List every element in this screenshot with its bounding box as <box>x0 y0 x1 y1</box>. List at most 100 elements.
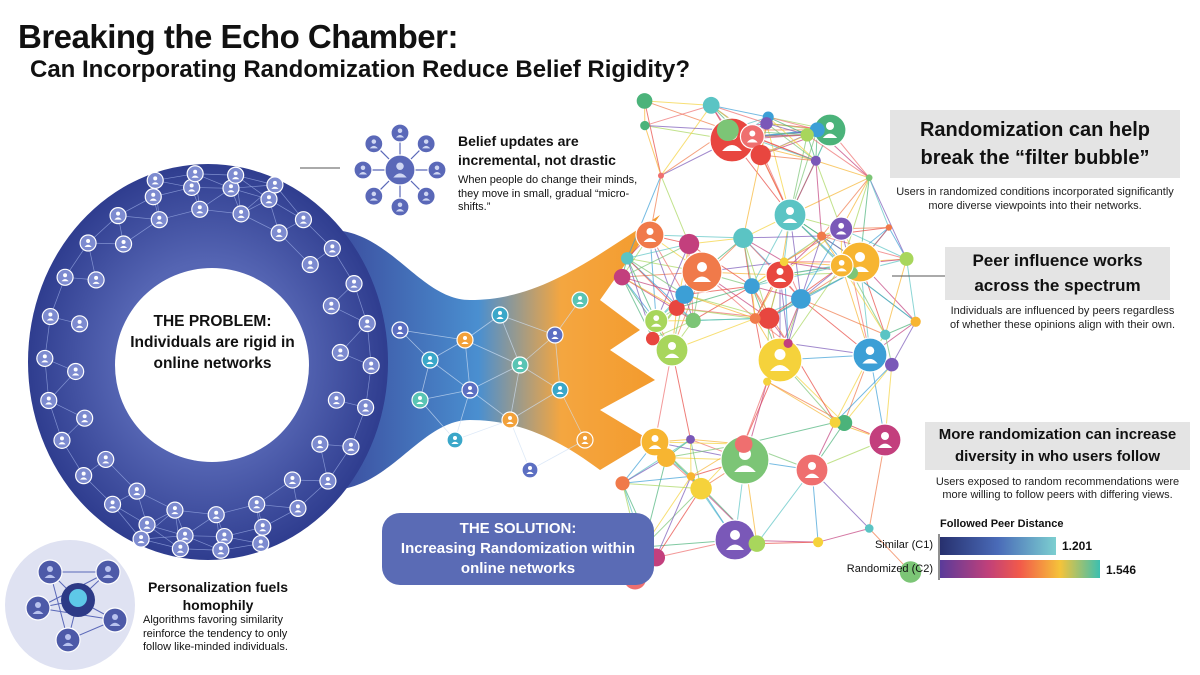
belief-updates-heading: Belief updates are incremental, not dras… <box>458 133 616 168</box>
network-dot <box>899 561 922 583</box>
person-node-icon <box>248 495 266 513</box>
network-dot <box>791 289 811 309</box>
network-dot <box>783 338 793 348</box>
person-node-icon <box>76 409 94 427</box>
network-dot <box>675 285 694 304</box>
person-node-icon <box>828 216 854 241</box>
person-node-icon <box>390 123 410 143</box>
belief-updates-callout: Belief updates are incremental, not dras… <box>458 132 638 215</box>
network-dot <box>758 307 780 329</box>
network-dot <box>645 331 660 346</box>
chart-value-label: 1.201 <box>1062 539 1093 553</box>
network-dot <box>817 231 827 241</box>
network-dot <box>750 144 771 166</box>
chart-bar-randomized <box>940 560 1100 578</box>
person-node-icon <box>227 166 245 184</box>
network-dot <box>899 252 914 266</box>
person-node-icon <box>294 211 313 229</box>
person-node-icon <box>186 165 204 183</box>
peer-influence-callout: Peer influence works across the spectrum <box>945 247 1170 301</box>
person-node-icon <box>146 171 164 190</box>
person-node-icon <box>571 291 589 309</box>
person-node-icon <box>144 188 162 206</box>
network-dot <box>864 524 874 533</box>
person-node-icon <box>813 113 847 147</box>
filter-bubble-callout: Randomization can help break the “filter… <box>890 110 1180 214</box>
diversity-callout: More randomization can increase diversit… <box>925 422 1190 503</box>
person-node-icon <box>714 519 756 561</box>
page-title: Breaking the Echo Chamber: <box>18 18 458 55</box>
person-node-icon <box>41 307 59 326</box>
belief-updates-text: When people do change their minds, they … <box>458 173 638 214</box>
network-dot <box>657 172 665 179</box>
chart-title: Followed Peer Distance <box>940 518 1064 530</box>
person-node-icon <box>132 530 150 548</box>
person-node-icon <box>829 253 854 278</box>
network-dot <box>636 93 653 109</box>
person-node-icon <box>416 186 436 206</box>
person-node-icon <box>635 220 665 250</box>
person-node-icon <box>364 134 384 154</box>
network-dot <box>910 316 921 327</box>
person-node-icon <box>411 391 429 409</box>
person-node-icon <box>521 461 539 479</box>
person-node-icon <box>97 450 115 469</box>
person-node-icon <box>128 482 146 500</box>
network-dot <box>668 300 685 316</box>
network-dot <box>678 233 700 255</box>
person-node-icon <box>109 207 127 225</box>
solution-heading: THE SOLUTION: <box>459 519 577 537</box>
network-dot <box>702 96 720 114</box>
network-dot <box>613 268 631 286</box>
network-dot <box>800 128 814 142</box>
network-dot <box>836 414 853 431</box>
person-node-icon <box>757 337 803 383</box>
network-dot <box>686 435 695 444</box>
chart-bar-similar <box>940 537 1056 555</box>
chart-value-label: 1.546 <box>1106 563 1137 577</box>
person-node-icon <box>70 315 89 333</box>
person-node-icon <box>655 333 689 367</box>
person-node-icon <box>364 186 384 206</box>
person-node-icon <box>739 123 765 150</box>
diversity-text: Users exposed to random recommendations … <box>935 475 1180 502</box>
person-node-icon <box>166 501 184 519</box>
person-node-icon <box>390 197 410 217</box>
person-node-icon <box>301 255 319 274</box>
person-node-icon <box>25 595 51 621</box>
problem-heading: THE PROBLEM: <box>153 313 272 330</box>
person-node-icon <box>342 438 360 456</box>
person-node-icon <box>501 411 519 429</box>
person-node-icon <box>252 534 270 553</box>
network-dot <box>716 119 739 142</box>
person-node-icon <box>79 234 97 252</box>
person-node-icon <box>55 627 81 653</box>
personalization-text: Algorithms favoring similarity reinforce… <box>143 614 288 653</box>
person-node-icon <box>36 349 54 368</box>
person-node-icon <box>358 314 376 333</box>
person-node-icon <box>103 495 122 513</box>
person-node-icon <box>319 472 337 490</box>
person-node-icon <box>353 160 373 180</box>
network-dot <box>749 313 761 324</box>
person-node-icon <box>681 251 723 293</box>
person-node-icon <box>644 308 669 334</box>
person-node-icon <box>270 224 288 242</box>
network-dot <box>621 252 634 265</box>
network-dot <box>690 477 712 500</box>
person-node-icon <box>576 431 594 449</box>
network-dot <box>760 117 773 130</box>
solution-box: THE SOLUTION: Increasing Randomization w… <box>382 513 654 585</box>
person-node-icon <box>191 200 209 218</box>
person-node-icon <box>56 268 74 286</box>
person-node-icon <box>456 331 474 349</box>
person-node-icon <box>345 275 363 293</box>
person-node-icon <box>176 527 194 545</box>
person-node-icon <box>362 356 380 375</box>
chart-category-label: Similar (C1) <box>874 539 933 551</box>
person-node-icon <box>171 540 189 558</box>
network-dot <box>640 120 650 131</box>
solution-text: Increasing Randomization within online n… <box>400 539 636 578</box>
network-dot <box>880 329 891 340</box>
person-node-icon <box>40 391 58 410</box>
